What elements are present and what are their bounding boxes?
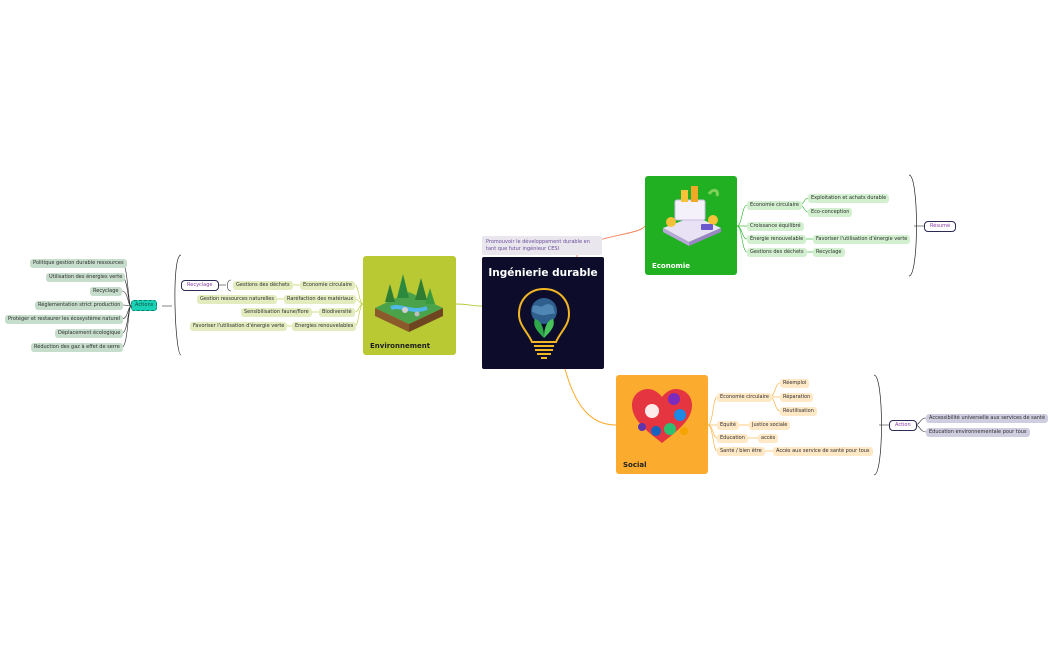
soc-item-acces-sante[interactable]: Accès aux service de santé pour tous	[773, 447, 873, 456]
soc-item-reutilisation[interactable]: Réutilisation	[780, 407, 817, 416]
central-note[interactable]: Promouvoir le développement durable en t…	[482, 236, 602, 255]
env-recyclage-summary[interactable]: Recyclage	[181, 280, 219, 291]
env-action-item[interactable]: Protéger et restaurer les écosystème nat…	[5, 315, 124, 324]
social-label: Social	[623, 461, 647, 469]
economie-node[interactable]: Economie	[645, 176, 737, 275]
soc-item-sante[interactable]: Santé / bien être	[717, 447, 765, 456]
social-media-heart-icon	[632, 389, 692, 443]
soc-action-item[interactable]: Accessibilité universelle aux services d…	[926, 414, 1049, 423]
social-node[interactable]: Social	[616, 375, 708, 474]
eco-item-energie-renouvelable[interactable]: Énergie renouvelable	[747, 235, 807, 244]
eco-summary[interactable]: Résumé	[924, 221, 957, 232]
soc-item-education[interactable]: Education	[717, 434, 748, 443]
env-action-item[interactable]: Utilisation des énergies verte	[46, 273, 126, 282]
island-illustration-icon	[375, 274, 443, 332]
env-action-item[interactable]: Recyclage	[90, 287, 122, 296]
lightbulb-earth-icon	[517, 287, 571, 359]
economie-label: Economie	[652, 262, 690, 270]
eco-item-energie-verte[interactable]: Favoriser l'utilisation d'énergie verte	[813, 235, 911, 244]
soc-item-justice[interactable]: Justice sociale	[749, 421, 791, 430]
env-action-item[interactable]: Réglementation strict production	[35, 301, 124, 310]
central-title: Ingénierie durable	[488, 267, 598, 279]
soc-action-label[interactable]: Action	[889, 420, 917, 431]
central-node[interactable]: Ingénierie durable	[482, 257, 604, 369]
env-action-item[interactable]: Déplacement écologique	[55, 329, 124, 338]
env-item-biodiversite[interactable]: Biodiversité	[319, 308, 355, 317]
env-action-item[interactable]: Réduction des gaz à effet de serre	[31, 343, 123, 352]
env-actions-label[interactable]: Actions	[131, 300, 158, 311]
eco-item-eco-conception[interactable]: Eco-conception	[808, 208, 853, 217]
soc-item-reparation[interactable]: Réparation	[780, 393, 814, 402]
env-item-rarefaction[interactable]: Raréfaction des matériaux	[284, 295, 357, 304]
environnement-node[interactable]: Environnement	[363, 256, 456, 355]
env-item-gestion-ressources[interactable]: Gestion ressources naturelles	[197, 295, 277, 304]
eco-item-gestions-dechets[interactable]: Gestions des déchets	[747, 248, 807, 257]
env-item-economie-circulaire[interactable]: Economie circulaire	[300, 281, 355, 290]
eco-item-exploitation[interactable]: Exploitation et achats durable	[808, 194, 890, 203]
eco-item-economie-circulaire[interactable]: Economie circulaire	[747, 201, 802, 210]
soc-item-acces[interactable]: accès	[758, 434, 779, 443]
soc-item-reemploi[interactable]: Réemploi	[780, 379, 810, 388]
env-item-energie-verte[interactable]: Favoriser l'utilisation d'énergie verte	[190, 322, 288, 331]
finance-illustration-icon	[663, 186, 721, 246]
environnement-label: Environnement	[370, 342, 431, 350]
eco-item-recyclage[interactable]: Recyclage	[813, 248, 845, 257]
soc-item-economie-circulaire[interactable]: Economie circulaire	[717, 393, 772, 402]
env-action-item[interactable]: Politique gestion durable ressources	[30, 259, 127, 268]
eco-item-croissance[interactable]: Croissance équilibré	[747, 222, 804, 231]
env-item-energies-renouvelables[interactable]: Energies renouvelables	[292, 322, 357, 331]
env-item-gestions-dechets[interactable]: Gestions des déchets	[233, 281, 293, 290]
soc-item-equite[interactable]: Equité	[717, 421, 739, 430]
soc-action-item[interactable]: Education environnementale pour tous	[926, 428, 1030, 437]
env-item-sensibilisation[interactable]: Sensibilisation faune/flore	[241, 308, 312, 317]
